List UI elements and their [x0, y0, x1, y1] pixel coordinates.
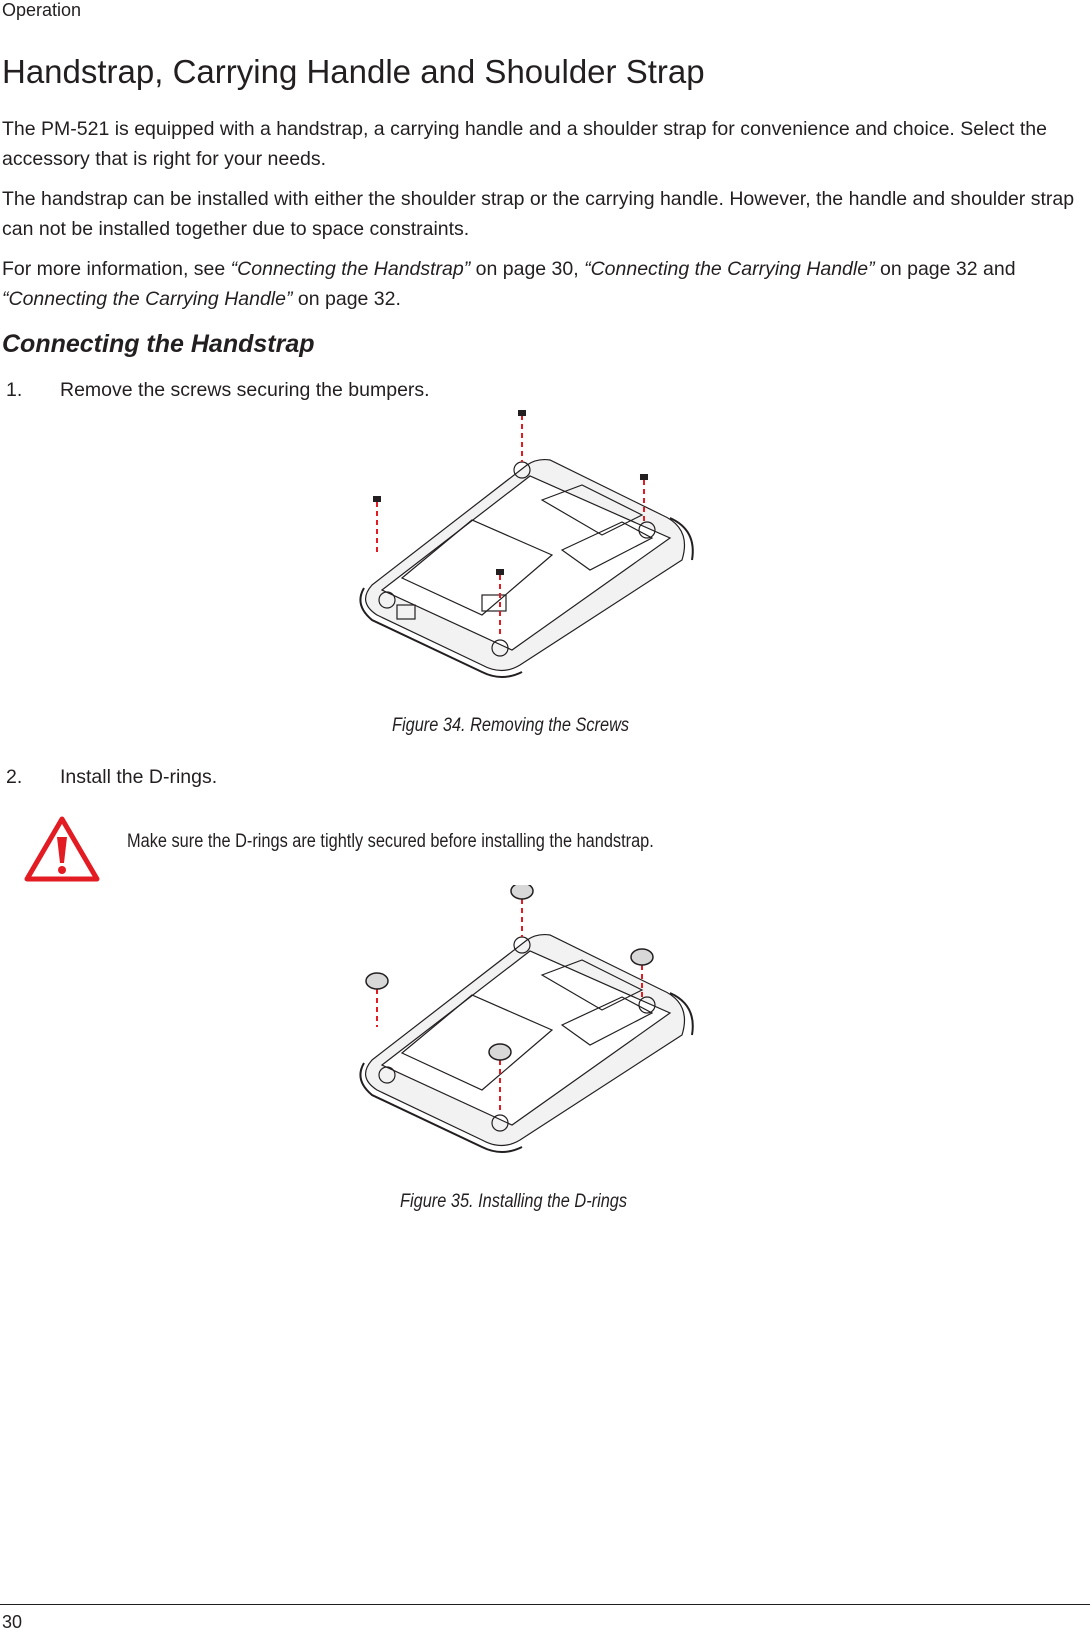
xref-connecting-carrying-handle-2[interactable]: “Connecting the Carrying Handle” — [2, 288, 293, 310]
step-text: Remove the screws securing the bumpers. — [60, 379, 430, 401]
more-info-mid1: on page 30, — [470, 258, 585, 280]
xref-connecting-handstrap[interactable]: “Connecting the Handstrap” — [230, 258, 471, 280]
more-info-mid2: on page 32 and — [874, 258, 1016, 280]
warning-message: Make sure the D-rings are tightly secure… — [127, 831, 654, 852]
page-number: 30 — [2, 1612, 23, 1632]
step-1: 1. Remove the screws securing the bumpers… — [6, 377, 430, 403]
more-info-paragraph: For more information, see “Connecting th… — [2, 254, 1084, 314]
tablet-d-rings-illustration — [359, 885, 694, 1153]
section-subheading: Connecting the Handstrap — [2, 330, 315, 358]
tablet-screws-illustration — [359, 410, 694, 678]
figure-35-caption: Figure 35. Installing the D-rings — [400, 1191, 628, 1212]
more-info-prefix: For more information, see — [2, 258, 231, 280]
more-info-suffix: on page 32. — [292, 288, 401, 310]
step-number: 2. — [6, 766, 23, 788]
warning-triangle-icon — [24, 816, 100, 882]
step-2: 2. Install the D-rings. — [6, 764, 217, 790]
step-number: 1. — [6, 379, 23, 401]
installation-note-paragraph: The handstrap can be installed with eith… — [2, 188, 1075, 240]
figure-34-caption: Figure 34. Removing the Screws — [392, 715, 630, 736]
intro-paragraph: The PM-521 is equipped with a handstrap,… — [2, 118, 1047, 170]
step-text: Install the D-rings. — [60, 766, 218, 788]
xref-connecting-carrying-handle[interactable]: “Connecting the Carrying Handle” — [584, 258, 875, 280]
footer-divider — [0, 1604, 1090, 1605]
running-header: Operation — [2, 0, 82, 20]
page-title: Handstrap, Carrying Handle and Shoulder … — [2, 53, 705, 90]
